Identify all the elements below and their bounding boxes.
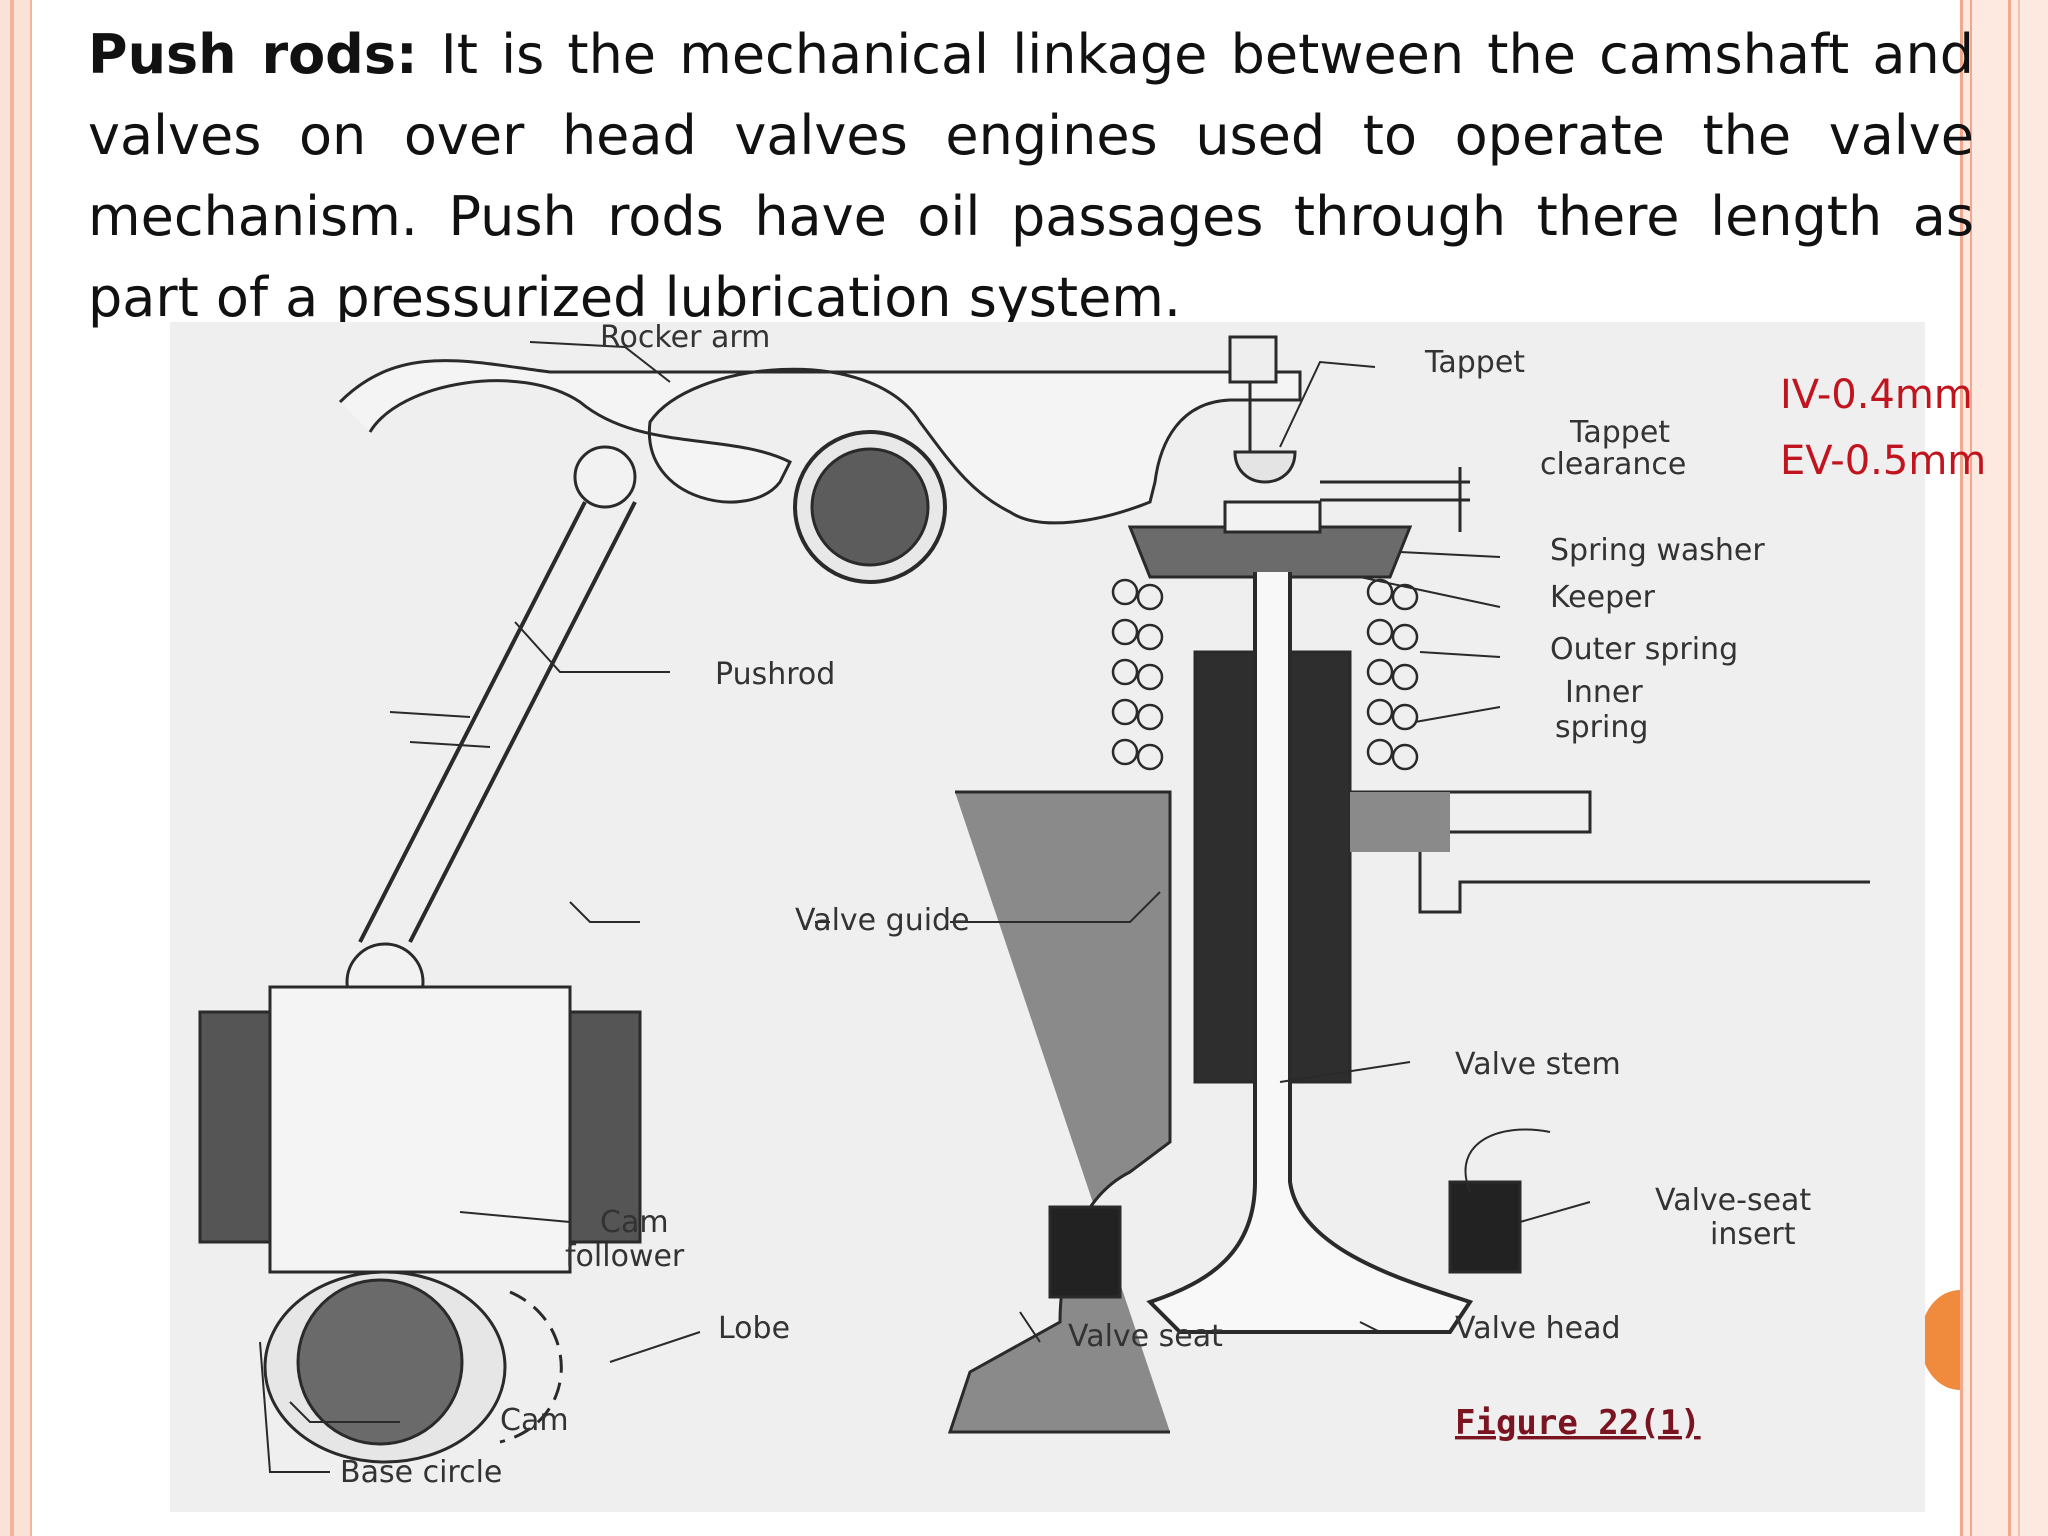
label-keeper: Keeper [1550,580,1656,615]
label-valve-seat-insert-line2: insert [1710,1217,1796,1252]
slide-border-left-stripe [10,0,14,1536]
label-base-circle: Base circle [340,1455,502,1490]
label-cam-follower-line1: Cam [600,1205,669,1240]
label-cam-follower-line2: follower [565,1239,685,1274]
slide-border-right [1960,0,2048,1536]
label-tappet-clearance-line2: clearance [1540,447,1686,482]
label-valve-guide: Valve guide [795,903,970,938]
label-tappet: Tappet [1424,345,1525,380]
label-inner-spring-line2: spring [1555,710,1648,745]
label-cam: Cam [500,1403,569,1438]
valve-train-diagram: Rocker arm Tappet Tappet clearance Sprin… [170,322,1925,1512]
paragraph-body: It is the mechanical linkage between the… [88,23,1974,329]
label-valve-seat-insert-line1: Valve-seat [1655,1183,1811,1218]
label-outer-spring: Outer spring [1550,632,1738,667]
label-rocker-arm: Rocker arm [600,322,770,355]
slide-border-left [0,0,32,1536]
figure-caption: Figure 22(1) [1455,1403,1701,1443]
body-paragraph: Push rods: It is the mechanical linkage … [88,14,1974,338]
label-pushrod: Pushrod [715,657,835,692]
intake-valve-clearance: IV-0.4mm [1780,372,1973,418]
label-valve-seat: Valve seat [1068,1319,1223,1354]
diagram-svg: Rocker arm Tappet Tappet clearance Sprin… [198,322,1870,1490]
paragraph-title: Push rods: [88,23,418,86]
label-tappet-clearance-line1: Tappet [1569,415,1670,450]
label-lobe: Lobe [718,1311,790,1346]
label-valve-stem: Valve stem [1455,1047,1621,1082]
label-inner-spring-line1: Inner [1565,675,1643,710]
label-spring-washer: Spring washer [1550,533,1765,568]
exhaust-valve-clearance: EV-0.5mm [1780,438,1987,484]
label-valve-head: Valve head [1455,1311,1621,1346]
